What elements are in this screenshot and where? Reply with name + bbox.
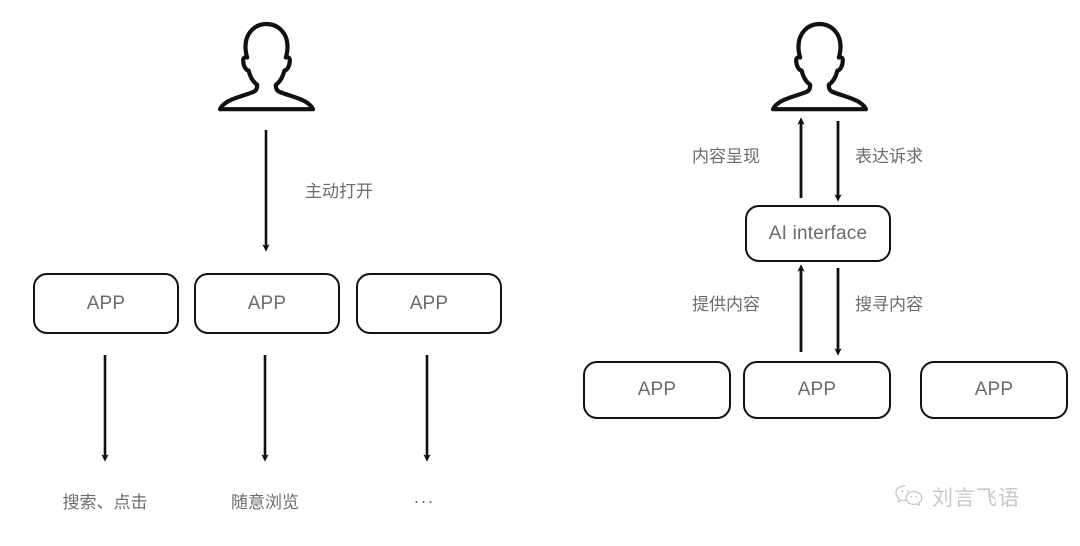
left-app-label-1: APP [86, 292, 126, 314]
left-app-box-1[interactable]: APP [33, 273, 179, 334]
right-app-box-2[interactable]: APP [743, 361, 891, 419]
watermark-text: 刘言飞语 [932, 487, 1020, 510]
left-flow-label: 主动打开 [305, 182, 373, 201]
user-avatar-icon [770, 21, 869, 112]
ai-interface-box[interactable]: AI interface [745, 205, 891, 262]
left-outcome-label-2: 随意浏览 [231, 493, 299, 512]
right-app-box-3[interactable]: APP [920, 361, 1068, 419]
right-user-avatar [767, 18, 872, 113]
right-app-label-3: APP [974, 379, 1014, 400]
user-avatar-icon [217, 21, 316, 112]
right-app-label-2: APP [797, 379, 837, 400]
left-app-box-3[interactable]: APP [356, 273, 502, 334]
right-upper-edge-label-right: 表达诉求 [855, 147, 923, 166]
right-app-box-1[interactable]: APP [583, 361, 731, 419]
left-outcome-label-1: 搜索、点击 [62, 493, 148, 512]
ai-interface-label: AI interface [768, 222, 868, 244]
left-app-label-3: APP [409, 292, 449, 314]
wechat-icon [895, 484, 923, 507]
right-lower-edge-label-right: 搜寻内容 [855, 295, 923, 314]
right-lower-edge-label-left: 提供内容 [692, 295, 760, 314]
watermark: 刘言飞语 [895, 482, 1020, 512]
left-user-avatar [214, 18, 319, 113]
left-app-box-2[interactable]: APP [194, 273, 340, 334]
left-outcome-label-3: ... [414, 487, 436, 507]
right-app-label-1: APP [637, 379, 677, 400]
left-app-label-2: APP [247, 292, 287, 314]
right-upper-edge-label-left: 内容呈现 [692, 147, 760, 166]
